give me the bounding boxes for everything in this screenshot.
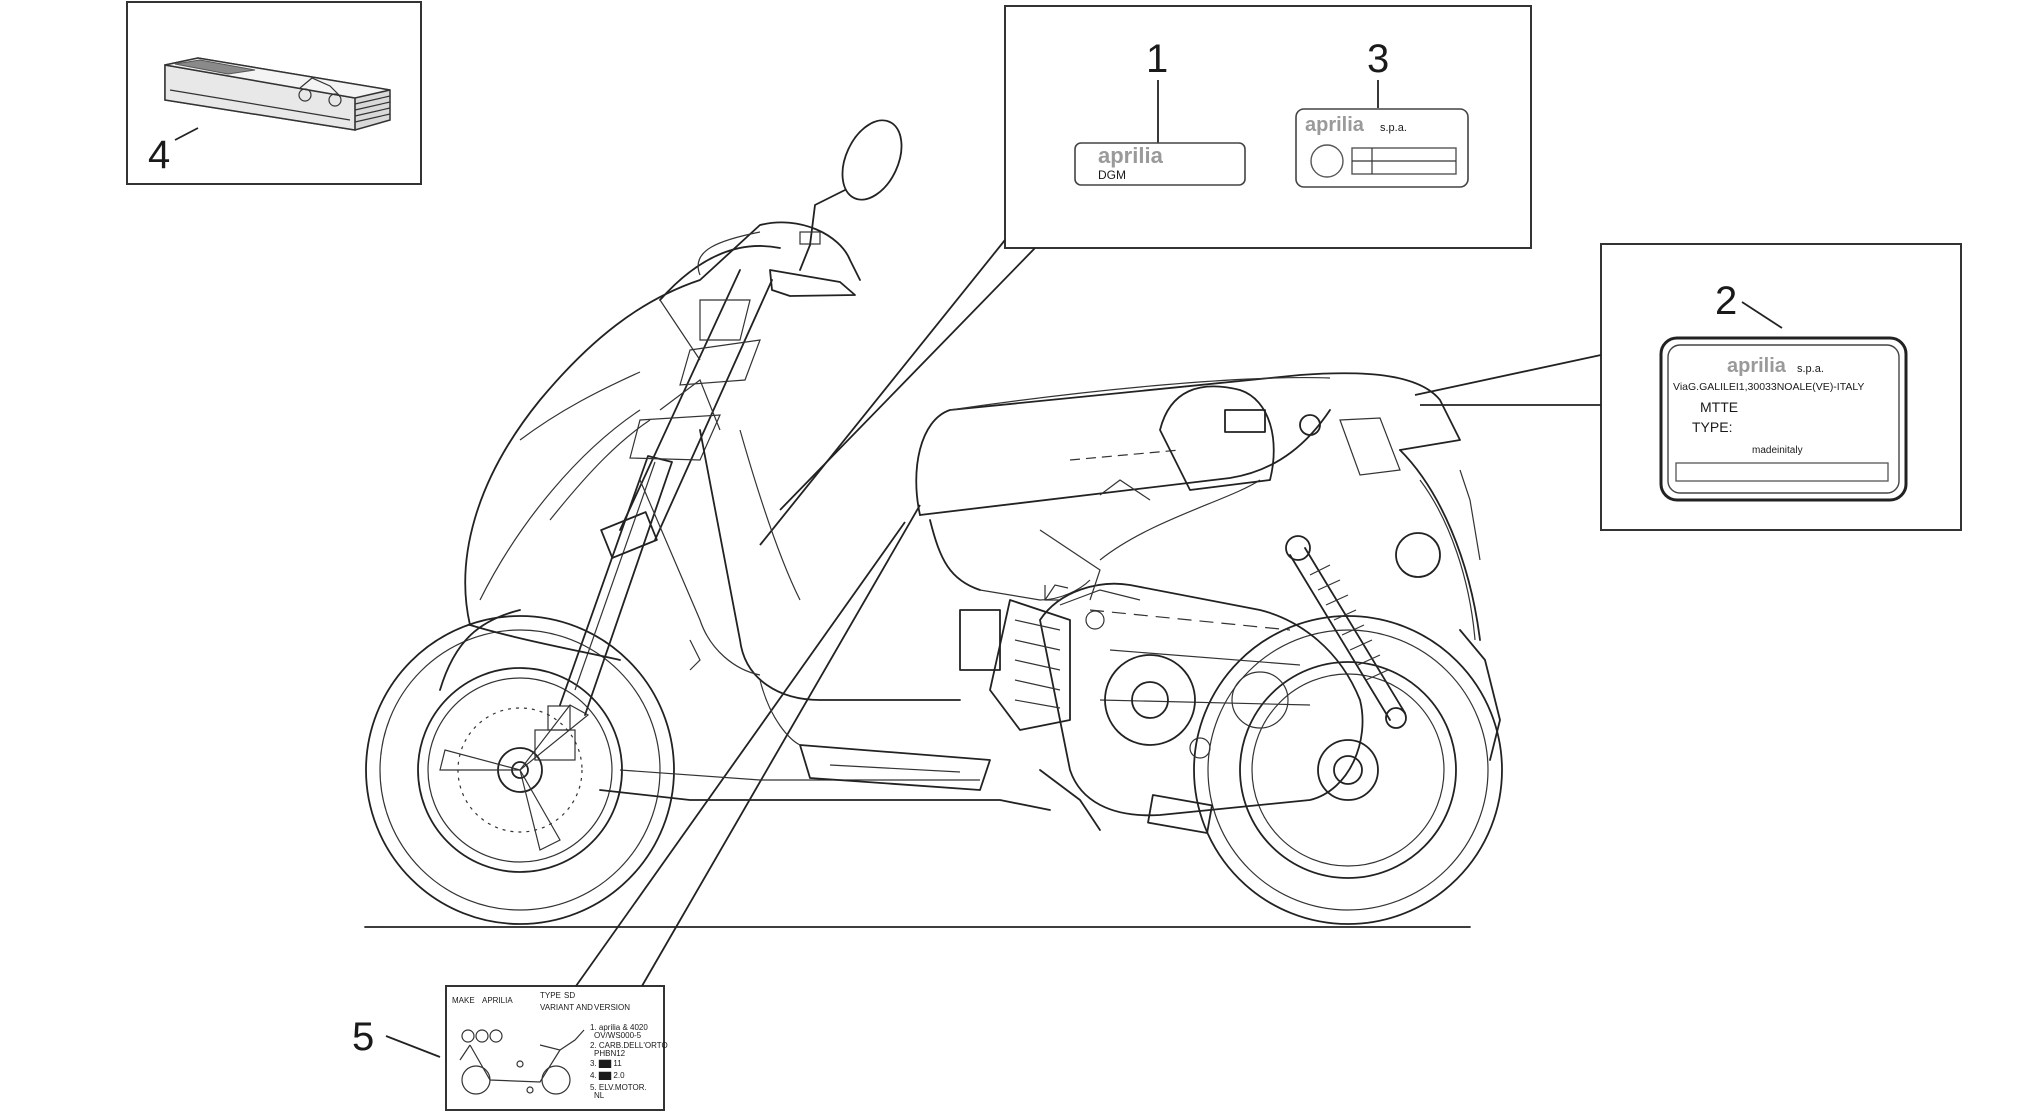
callout-1: 1 [1146,37,1168,81]
handlebar-mirror [769,119,903,297]
label-5-make: MAKE [452,996,475,1005]
callout-5: 5 [352,1015,374,1059]
label-box-2: 2 aprilia s.p.a. ViaG.GALILEI1,30033NOAL… [1600,243,1962,531]
label-3-plate: aprilia s.p.a. [1295,108,1469,188]
manual-book-icon [164,57,391,131]
callout-4: 4 [148,133,170,177]
rear-wheel [1193,615,1503,925]
label-5-line3: 3. ▇▇ 11 [590,1059,622,1068]
misc-hardware [689,584,1069,671]
rear-shock [1285,535,1407,729]
label-2-suffix: s.p.a. [1797,363,1824,375]
label-1-dgm: aprilia DGM [1074,142,1246,186]
label-2-type: TYPE: [1692,419,1732,435]
label-3-brand: aprilia [1305,114,1365,136]
label-2-plate: aprilia s.p.a. ViaG.GALILEI1,30033NOALE(… [1659,336,1908,502]
label-2-made: madeinitaly [1752,445,1803,456]
scooter-illustration [364,119,1503,928]
label-2-mtte: MTTE [1700,399,1738,415]
callout-2: 2 [1715,279,1737,323]
front-fork [559,269,773,716]
label-5-line1b: OV/WS000-5 [594,1031,642,1040]
label-1-code: DGM [1098,168,1126,182]
engine-cvt [959,479,1364,834]
label-1-brand: aprilia [1098,143,1164,168]
label-5-line4: 4. ▇▇ 2.0 [590,1071,625,1080]
label-2-address: ViaG.GALILEI1,30033NOALE(VE)-ITALY [1673,381,1864,393]
label-5-line2b: PHBN12 [594,1049,626,1058]
label-5-type-value: SD [564,991,575,1000]
label-2-brand: aprilia [1727,355,1787,377]
label-5-line5b: NL [594,1091,605,1100]
body-frame [599,429,1051,811]
label-5-and: AND [576,1003,593,1012]
rear-fender [1395,449,1501,761]
label-box-5: 5 MAKE APRILIA TYPE SD VARIANT AND VERSI… [352,985,668,1111]
label-5-type: TYPE [540,991,561,1000]
label-box-1-3: 1 aprilia DGM 3 aprilia s.p.a. [1004,5,1532,249]
front-fairing [439,221,861,691]
leader-lines [575,239,1602,987]
label-5-variant: VARIANT [540,1003,574,1012]
label-5-line2: 2. CARB.DELL'ORTO [590,1041,668,1050]
label-5-line5: 5. ELV.MOTOR. [590,1083,647,1092]
front-wheel [365,615,675,925]
label-5-scooter-icon [459,1029,585,1095]
label-5-line1: 1. aprilia & 4020 [590,1023,648,1032]
seat-rear-body [915,372,1461,601]
manual-box: 4 [126,1,422,185]
label-3-suffix: s.p.a. [1380,122,1407,134]
callout-3: 3 [1367,37,1389,81]
label-5-version: VERSION [594,1003,630,1012]
label-5-make-value: APRILIA [482,996,513,1005]
